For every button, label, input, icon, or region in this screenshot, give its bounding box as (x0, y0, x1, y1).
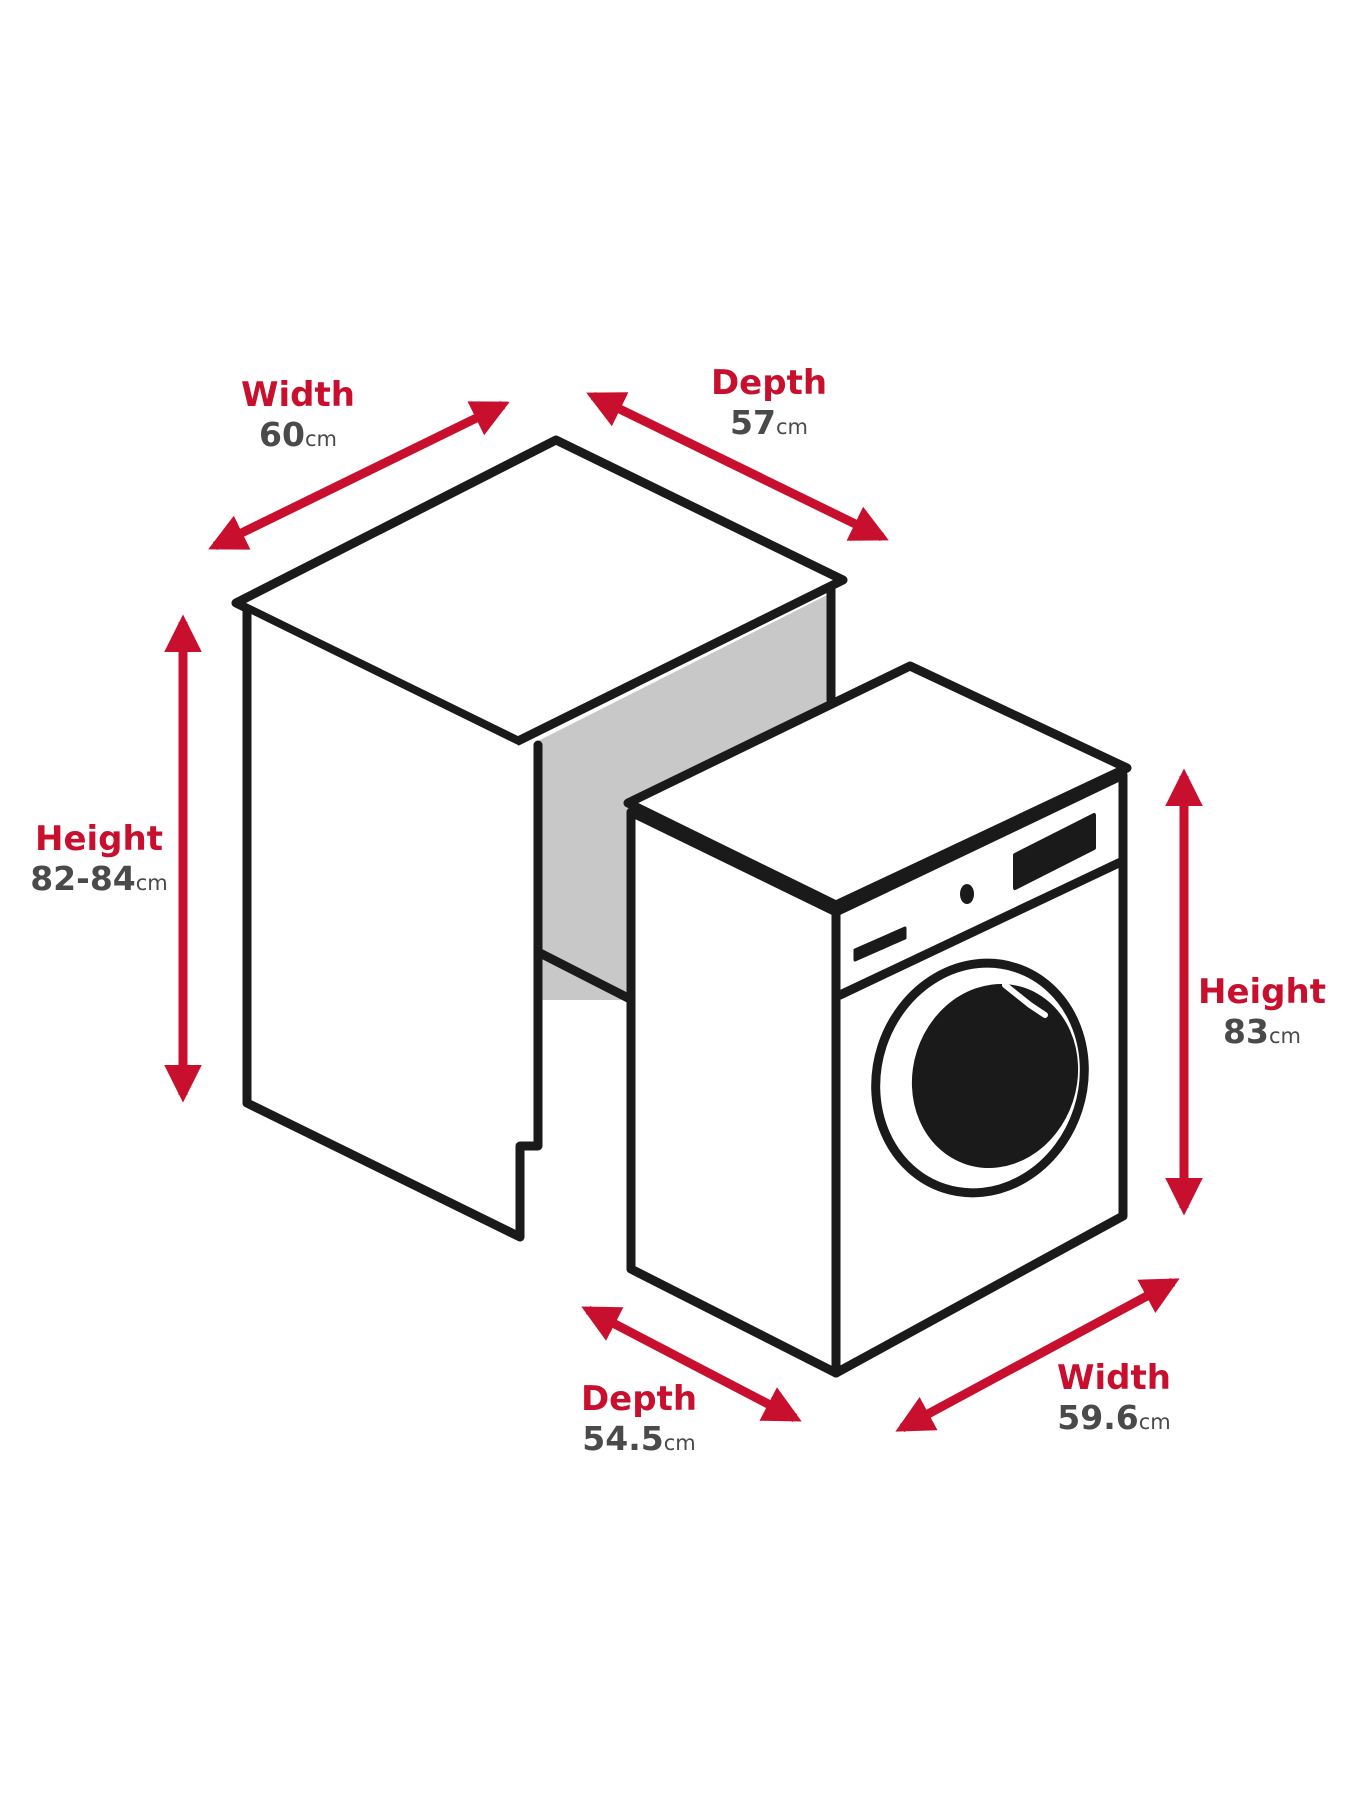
dimension-value: 83cm (1198, 1015, 1326, 1048)
dimension-title: Height (35, 819, 163, 859)
dimension-title: Height (1198, 972, 1326, 1012)
dimension-value: 59.6cm (1057, 1401, 1171, 1434)
label-cabinet-depth: Depth 57cm (711, 366, 827, 439)
label-cabinet-height: Height 82-84cm (30, 822, 168, 895)
door-glass (911, 983, 1079, 1169)
arrow-cabinet-depth (586, 391, 889, 542)
display-panel (1013, 813, 1096, 890)
value-unit: cm (304, 427, 337, 451)
value-number: 54.5 (582, 1419, 664, 1458)
label-machine-width: Width 59.6cm (1057, 1361, 1171, 1434)
value-unit: cm (1138, 1410, 1171, 1434)
arrow-cabinet-width (208, 400, 510, 551)
dimension-title: Width (241, 375, 355, 415)
label-machine-depth: Depth 54.5cm (581, 1382, 697, 1455)
arrow-machine-depth (581, 1306, 802, 1422)
value-unit: cm (775, 415, 808, 439)
dimension-value: 57cm (711, 406, 827, 439)
dimension-title: Depth (580, 1379, 698, 1419)
label-cabinet-width: Width 60cm (241, 378, 355, 451)
value-unit: cm (135, 871, 168, 895)
value-unit: cm (663, 1431, 696, 1455)
value-number: 60 (259, 415, 305, 454)
detergent-drawer (853, 926, 907, 962)
dimension-value: 54.5cm (581, 1422, 697, 1455)
value-number: 57 (730, 403, 776, 442)
value-number: 59.6 (1057, 1398, 1139, 1437)
dimension-title: Depth (710, 363, 828, 403)
value-unit: cm (1268, 1024, 1301, 1048)
label-machine-height: Height 83cm (1198, 975, 1326, 1048)
dimension-arrows (164, 391, 1203, 1432)
machine-top (623, 661, 1132, 910)
control-knob (960, 884, 974, 904)
dimension-title: Width (1057, 1358, 1171, 1398)
arrow-machine-width (895, 1278, 1180, 1432)
dimension-value: 60cm (241, 418, 355, 451)
dimension-value: 82-84cm (30, 862, 168, 895)
machine-side (626, 807, 841, 1378)
washing-machine (623, 661, 1132, 1378)
value-number: 83 (1223, 1012, 1269, 1051)
value-number: 82-84 (30, 859, 136, 898)
